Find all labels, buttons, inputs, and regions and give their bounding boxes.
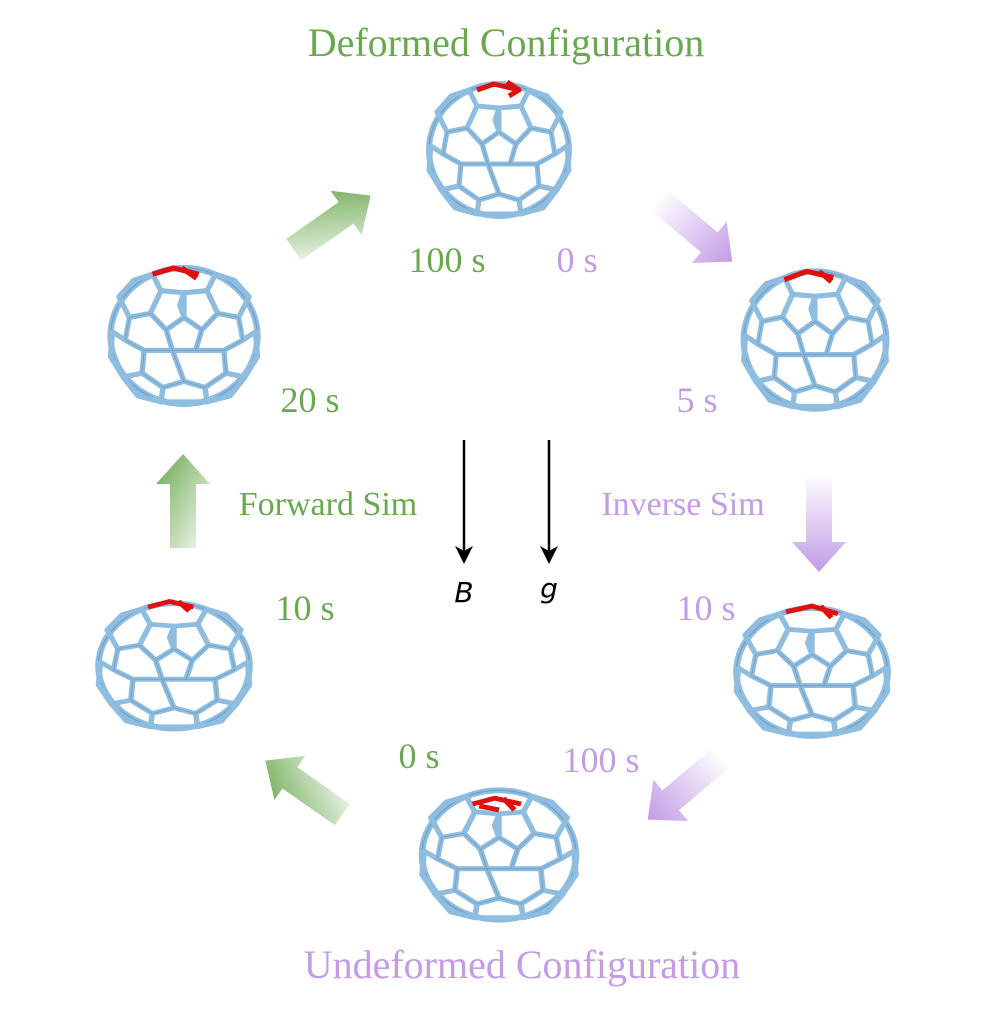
forward-arrow-lower [265,755,350,826]
cage-lower-left [98,599,249,728]
forward-time-end: 100 s [408,240,485,280]
inverse-arrow-lower [647,749,729,821]
forward-arrow-left [156,454,210,548]
cage-lower-right [736,603,887,736]
title-deformed: Deformed Configuration [308,20,705,65]
forward-time-20: 20 s [280,380,339,420]
cage-top [429,79,569,216]
forward-arrow-upper [286,190,371,261]
field-arrow-g [540,440,558,564]
forward-time-start: 0 s [398,736,439,776]
inverse-arrow-right [792,478,846,572]
title-undeformed: Undeformed Configuration [304,942,741,987]
field-label-g: g [540,572,558,605]
field-label-b: B [454,576,473,609]
forward-sim-label: Forward Sim [239,486,418,523]
inverse-time-start: 0 s [556,240,597,280]
inverse-sim-label: Inverse Sim [601,486,764,523]
inverse-time-end: 100 s [562,740,639,780]
inverse-time-5: 5 s [676,380,717,420]
field-arrow-b [455,440,473,564]
forward-time-10: 10 s [275,588,334,628]
cage-bottom [422,790,576,919]
cage-upper-right [744,271,887,408]
inverse-arrow-upper [651,191,733,263]
cage-upper-left [111,268,258,404]
inverse-time-10: 10 s [676,588,735,628]
